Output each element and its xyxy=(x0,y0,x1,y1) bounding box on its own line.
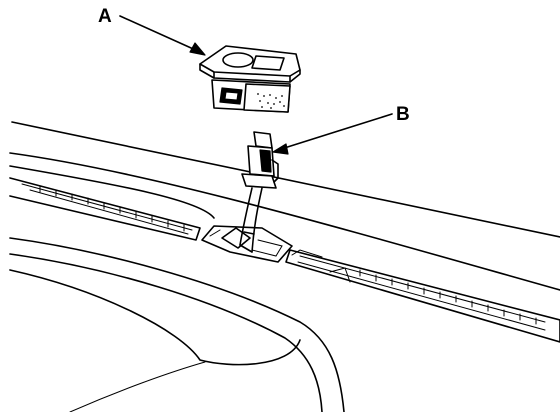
callout-a: A xyxy=(98,6,206,56)
stipple-dots xyxy=(257,93,285,109)
ceiling-rail-right xyxy=(285,249,560,343)
headliner xyxy=(9,237,345,412)
ceiling-rail-left xyxy=(9,177,201,241)
roof-panel xyxy=(9,121,560,291)
callout-a-label: A xyxy=(98,6,112,27)
connector-b xyxy=(239,131,279,253)
switch-housing-a xyxy=(199,45,301,113)
callout-b-label: B xyxy=(396,104,410,125)
mounting-opening xyxy=(201,225,293,263)
callout-b: B xyxy=(272,104,410,155)
